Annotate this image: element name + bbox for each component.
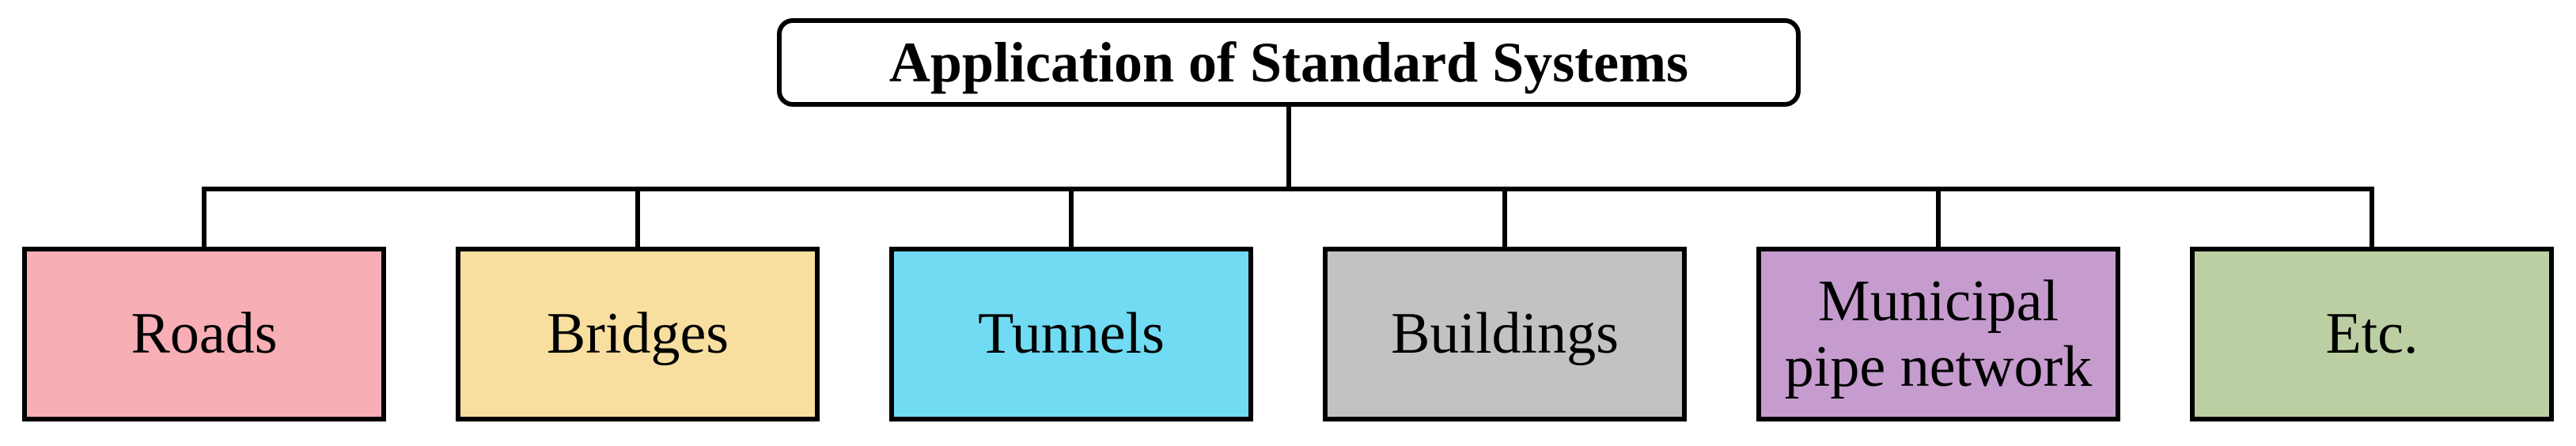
connector-stub-municipal-pipe-network [1936,189,1941,249]
node-tunnels-label: Tunnels [978,301,1165,367]
connector-horizontal-line [202,187,2374,191]
node-municipal-pipe-network: Municipal pipe network [1756,247,2120,421]
connector-stub-tunnels [1069,189,1074,249]
node-roads-label: Roads [131,301,278,367]
connector-stub-roads [202,189,206,249]
node-etc-label: Etc. [2325,301,2419,367]
connector-stub-etc [2370,189,2374,249]
node-bridges: Bridges [456,247,820,421]
node-buildings-label: Buildings [1391,301,1619,367]
root-node-label: Application of Standard Systems [888,30,1689,94]
root-node: Application of Standard Systems [777,18,1801,107]
connector-stub-bridges [635,189,640,249]
node-municipal-pipe-network-label: Municipal pipe network [1784,268,2093,399]
node-roads: Roads [22,247,386,421]
node-bridges-label: Bridges [546,301,729,367]
node-tunnels: Tunnels [889,247,1253,421]
node-buildings: Buildings [1323,247,1687,421]
connector-stub-buildings [1502,189,1507,249]
connector-trunk-line [1286,105,1291,189]
node-etc: Etc. [2190,247,2554,421]
